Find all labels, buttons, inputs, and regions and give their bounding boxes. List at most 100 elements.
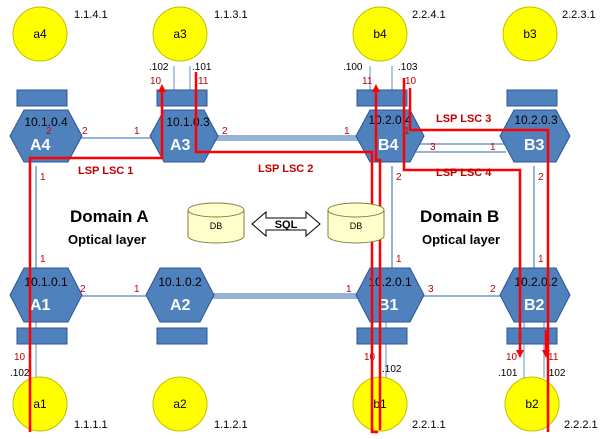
host-ip: 2.2.2.1	[564, 419, 598, 431]
port-label: 1	[404, 126, 410, 137]
double-arrow-icon	[251, 210, 321, 238]
db-label: DB	[210, 221, 223, 231]
port-label: 3	[430, 142, 436, 153]
card-b1	[356, 327, 408, 345]
card-a1	[16, 327, 68, 345]
host-ip: 1.1.1.1	[74, 419, 108, 431]
port-label: .101	[498, 368, 518, 379]
host-a2[interactable]: a2 1.1.2.1	[152, 376, 248, 432]
node-label: A3	[170, 137, 191, 154]
node-ip: 10.1.0.3	[166, 115, 210, 129]
db-label: DB	[350, 221, 363, 231]
card-b2	[506, 327, 558, 345]
port-label: 10	[506, 352, 518, 363]
port-label: 1	[346, 284, 352, 295]
hosts: a4 1.1.4.1 a3 1.1.3.1 b4 2.2.4.1 b3 2.2.…	[12, 6, 598, 432]
host-label: a4	[33, 27, 47, 41]
database-icon	[187, 210, 245, 244]
port-label: 1	[134, 126, 140, 137]
node-label: A1	[30, 297, 51, 314]
host-b3[interactable]: b3 2.2.3.1	[502, 6, 596, 62]
node-ip: 10.2.0.3	[514, 113, 558, 127]
lsp-label: LSP LSC 3	[436, 113, 491, 125]
host-b2[interactable]: b2 2.2.2.1	[504, 376, 598, 432]
port-label: 10	[364, 352, 376, 363]
link-port-labels: 2 1 2 1 3 1 1 1 2 1 2 1 1 3 2 2 1 2 1	[40, 126, 544, 295]
lsp-lsc-2-path	[194, 72, 378, 434]
host-ip: 2.2.1.1	[412, 419, 446, 431]
host-label: b3	[523, 27, 537, 41]
node-ip: 10.1.0.1	[24, 275, 68, 289]
node-ip: 10.1.0.2	[158, 275, 202, 289]
lsp-lsc-3-up	[372, 84, 382, 430]
db-left: DB	[187, 202, 245, 244]
node-b4[interactable]: 10.2.0.4 B4	[355, 109, 425, 163]
host-a4[interactable]: a4 1.1.4.1	[12, 6, 108, 62]
node-a3[interactable]: 10.1.0.3 A3	[149, 109, 219, 163]
host-ip: 2.2.4.1	[412, 9, 446, 21]
port-label: 1	[490, 142, 496, 153]
database-icon-top	[327, 202, 385, 218]
host-b4[interactable]: b4 2.2.4.1	[352, 6, 446, 62]
node-label: B2	[524, 297, 545, 314]
host-label: b2	[525, 397, 539, 411]
host-ip: 1.1.4.1	[74, 9, 108, 21]
card-b4	[356, 89, 408, 107]
lsp-label: LSP LSC 1	[78, 165, 133, 177]
port-label: 1	[396, 254, 402, 265]
port-label: .102	[10, 368, 30, 379]
port-label: 10	[150, 76, 162, 87]
lsp-label: LSP LSC 4	[436, 167, 492, 179]
host-a3[interactable]: a3 1.1.3.1	[152, 6, 248, 62]
node-label: A4	[30, 137, 51, 154]
node-b2[interactable]: 10.2.0.2 B2	[499, 267, 571, 323]
node-b3[interactable]: 10.2.0.3 B3	[499, 109, 571, 163]
database-icon-top	[187, 202, 245, 218]
port-label: 3	[428, 284, 434, 295]
port-label: .103	[398, 62, 418, 73]
port-label: 1	[40, 172, 46, 183]
port-label: 10	[14, 352, 26, 363]
port-label: .101	[192, 62, 212, 73]
card-b3	[506, 89, 558, 107]
node-label: A2	[170, 297, 191, 314]
host-a1[interactable]: a1 1.1.1.1	[12, 376, 108, 432]
node-b1[interactable]: 10.2.0.1 B1	[355, 267, 425, 323]
host-port-labels: .102 .101 .100 .103 .102 .102 .101 .102	[10, 62, 566, 379]
lsp-lsc-3-path	[408, 88, 550, 432]
host-ip: 2.2.3.1	[562, 9, 596, 21]
port-label: 2	[46, 126, 52, 137]
lsp-lsc-1-path	[28, 84, 166, 432]
port-label: 2	[396, 172, 402, 183]
lsp-labels: LSP LSC 1 LSP LSC 2 LSP LSC 3 LSP LSC 4	[78, 113, 492, 179]
node-label: B1	[378, 297, 399, 314]
card-a4	[16, 89, 68, 107]
host-b1[interactable]: b1 2.2.1.1	[352, 376, 446, 432]
host-label: b4	[373, 27, 387, 41]
port-label: 11	[198, 76, 209, 87]
port-label: 2	[222, 126, 228, 137]
node-ip: 10.2.0.4	[368, 113, 412, 127]
port-label: .102	[546, 368, 566, 379]
domain-title: Domain A	[70, 207, 149, 226]
lsp-paths	[28, 72, 550, 434]
port-label: 2	[80, 284, 86, 295]
port-label: 11	[362, 76, 373, 87]
port-label: .102	[149, 62, 169, 73]
domain-subtitle: Optical layer	[68, 232, 146, 247]
port-label: .100	[343, 62, 363, 73]
domain-b: Domain B Optical layer	[420, 207, 500, 247]
host-ip: 1.1.2.1	[214, 419, 248, 431]
port-label: 1	[40, 254, 46, 265]
host-label: a3	[173, 27, 187, 41]
sql-arrow: SQL	[251, 210, 321, 238]
node-label: B3	[524, 137, 545, 154]
node-a4[interactable]: 10.1.0.4 A4	[9, 109, 83, 163]
node-a1[interactable]: 10.1.0.1 A1	[9, 267, 83, 323]
port-label: 2	[538, 172, 544, 183]
domain-title: Domain B	[420, 207, 499, 226]
database-icon	[327, 210, 385, 244]
node-ip: 10.2.0.1	[368, 275, 412, 289]
node-a2[interactable]: 10.1.0.2 A2	[145, 267, 215, 323]
